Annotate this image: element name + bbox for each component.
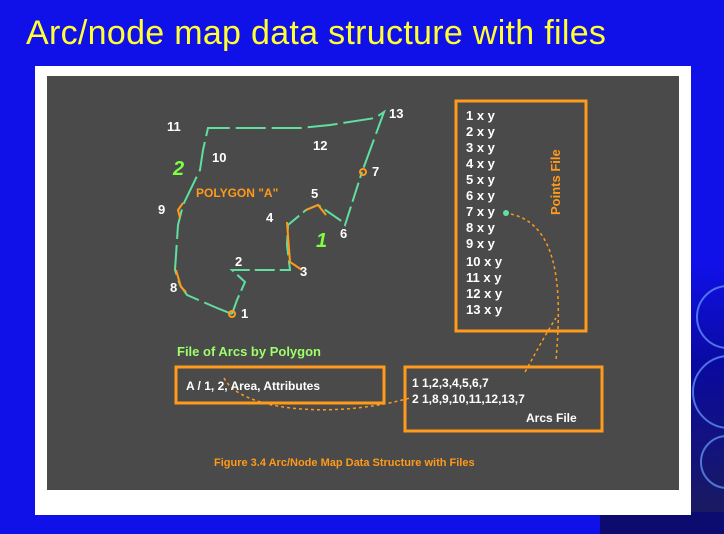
node-dot-1 [228, 310, 236, 318]
figure-panel [47, 76, 679, 490]
node-label-7: 7 [372, 164, 379, 179]
link-arcs-to-points [524, 317, 557, 373]
points-file-row-6: 6 x y [466, 188, 496, 203]
arc-accent-3 [175, 269, 187, 293]
points-file-row-8: 8 x y [466, 220, 496, 235]
points-file-row-10: 10 x y [466, 254, 503, 269]
node-label-10: 10 [212, 150, 226, 165]
figure-caption: Figure 3.4 Arc/Node Map Data Structure w… [214, 457, 475, 469]
arcs-file-row-1: 1 1,2,3,4,5,6,7 [412, 376, 489, 390]
points-file-row-3: 3 x y [466, 140, 496, 155]
link-polygon-to-arcs [223, 377, 411, 411]
points-file-title: Points File [548, 149, 563, 215]
node-label-12: 12 [313, 138, 327, 153]
node-label-5: 5 [311, 186, 318, 201]
arcs-file-row-2: 2 1,8,9,10,11,12,13,7 [412, 392, 525, 406]
arcs-file-title: Arcs File [526, 411, 577, 425]
node-dot-7 [359, 168, 367, 176]
arcs-file-box [403, 365, 604, 433]
polygon-file-title: File of Arcs by Polygon [177, 344, 321, 359]
polygon-1-label: 1 [316, 230, 327, 252]
link-point7-to-arcs [504, 212, 560, 361]
decorative-globe [690, 265, 724, 515]
node-label-4: 4 [266, 210, 274, 225]
points-file-row-13: 13 x y [466, 302, 503, 317]
node-label-2: 2 [235, 254, 242, 269]
polygon-file-record: A / 1, 2, Area, Attributes [186, 379, 320, 393]
arc-accent-2 [305, 203, 327, 216]
arc-accent-1 [286, 221, 303, 271]
slide-title: Arc/node map data structure with files [26, 14, 607, 52]
points-file-row-12: 12 x y [466, 286, 503, 301]
node-label-6: 6 [340, 226, 347, 241]
polygon-a-label: POLYGON "A" [196, 186, 278, 200]
decorative-strip [600, 512, 724, 534]
points-file-row-5: 5 x y [466, 172, 496, 187]
polygon-2-label: 2 [172, 158, 184, 180]
arc-2 [173, 109, 386, 315]
node-label-13: 13 [389, 106, 403, 121]
arc-accent-4 [176, 202, 184, 219]
points-file-row-2: 2 x y [466, 124, 496, 139]
points-file-row-9: 9 x y [466, 236, 496, 251]
node-label-3: 3 [300, 264, 307, 279]
arc-1 [229, 171, 363, 315]
point-7-marker [503, 210, 509, 216]
points-file-row-7: 7 x y [466, 204, 496, 219]
points-file-row-11: 11 x y [466, 270, 502, 285]
node-label-8: 8 [170, 280, 177, 295]
node-label-1: 1 [241, 306, 248, 321]
points-file-row-4: 4 x y [466, 156, 496, 171]
node-label-11: 11 [167, 119, 181, 134]
points-file-row-1: 1 x y [466, 108, 496, 123]
polygon-file-box [174, 365, 386, 405]
node-label-9: 9 [158, 202, 165, 217]
points-file-box [454, 99, 588, 333]
